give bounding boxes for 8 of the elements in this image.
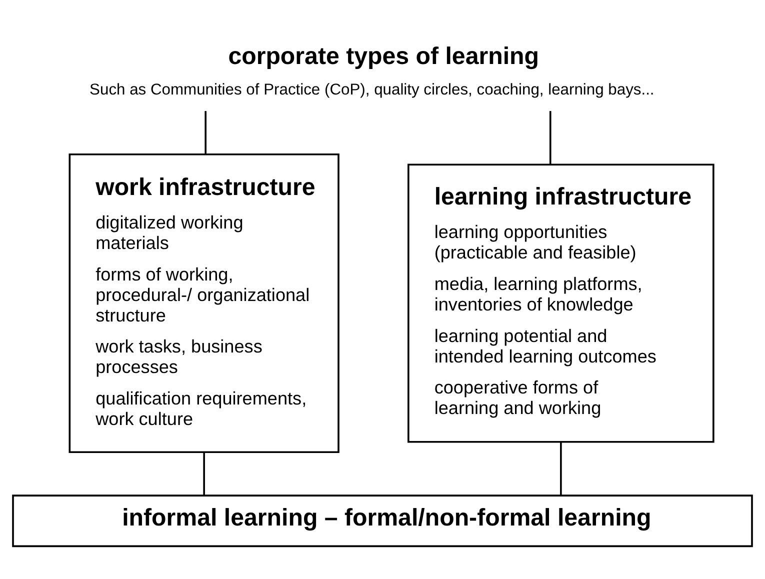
- connector: [203, 452, 205, 495]
- connector: [549, 110, 552, 164]
- connector: [204, 110, 206, 154]
- node-box: work infrastructure digitalized working materials forms of working, procedural-/ organizational structure work tasks, business processes qualification requirements, work culture: [68, 152, 340, 453]
- node-box: informal learning – formal/non-formal learning: [12, 494, 753, 547]
- node-box: learning infrastructure learning opportunities (practicable and feasible) media, learning platforms, inventories of knowledge learning potential and intended learning outcomes cooperative forms of learning and working: [408, 163, 714, 442]
- node-text: corporate types of learning Such as Communities of Practice (CoP), quality circles, coaching, learning bays...: [90, 42, 654, 98]
- connector: [560, 442, 562, 495]
